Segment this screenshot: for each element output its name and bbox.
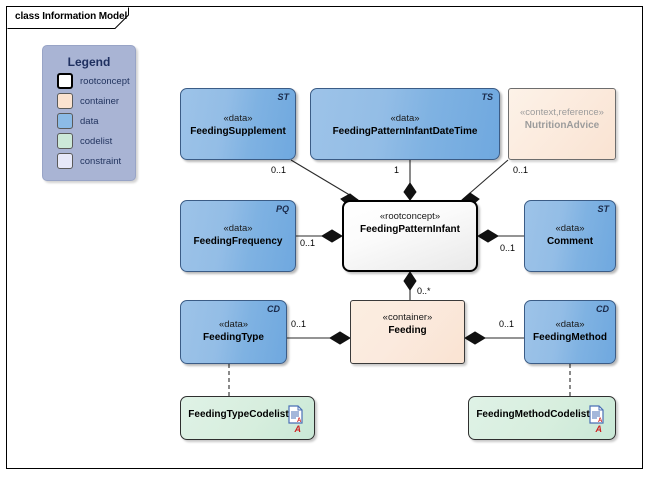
class-name-nutrition-advice: NutritionAdvice bbox=[524, 120, 600, 131]
class-name-feeding-method: FeedingMethod bbox=[533, 332, 607, 343]
legend-panel: Legend rootconcept container data codeli… bbox=[42, 45, 136, 181]
class-stereotype-feeding-frequency: «data» bbox=[223, 223, 253, 234]
class-stereotype-feeding: «container» bbox=[382, 312, 433, 323]
legend-item-container: container bbox=[57, 93, 135, 109]
class-name-feeding-pattern-infant-datetime: FeedingPatternInfantDateTime bbox=[332, 126, 478, 137]
legend-label-container: container bbox=[80, 95, 120, 107]
legend-item-data: data bbox=[57, 113, 135, 129]
legend-swatch-codelist bbox=[57, 133, 73, 149]
class-name-feeding-method-codelist: FeedingMethodCodelist bbox=[476, 409, 590, 420]
class-feeding-pattern-infant-datetime[interactable]: TS «data» FeedingPatternInfantDateTime bbox=[310, 88, 500, 160]
diagram-title-tab: class Information Model bbox=[6, 6, 129, 29]
legend-swatch-data bbox=[57, 113, 73, 129]
multiplicity-feeding-pattern-datetime: 1 bbox=[394, 165, 400, 175]
codelist-badge-a: A bbox=[595, 424, 603, 434]
class-name-feeding-type: FeedingType bbox=[203, 332, 264, 343]
legend-swatch-rootconcept bbox=[57, 73, 73, 89]
document-icon: A bbox=[589, 405, 604, 424]
class-feeding-frequency[interactable]: PQ «data» FeedingFrequency bbox=[180, 200, 296, 272]
codelist-badge-a: A bbox=[294, 424, 302, 434]
legend-item-codelist: codelist bbox=[57, 133, 135, 149]
class-comment[interactable]: ST «data» Comment bbox=[524, 200, 616, 272]
legend-label-constraint: constraint bbox=[80, 155, 122, 167]
multiplicity-comment: 0..1 bbox=[500, 243, 516, 253]
class-name-feeding-pattern-infant: FeedingPatternInfant bbox=[359, 224, 460, 235]
class-feeding-pattern-infant[interactable]: «rootconcept» FeedingPatternInfant bbox=[342, 200, 478, 272]
class-feeding-method-codelist[interactable]: FeedingMethodCodelist A A bbox=[468, 396, 616, 440]
class-stereotype-comment: «data» bbox=[555, 223, 585, 234]
svg-text:A: A bbox=[297, 418, 302, 424]
legend-item-rootconcept: rootconcept bbox=[57, 73, 135, 89]
class-corner-type-comment: ST bbox=[597, 204, 609, 214]
title-tab-shape bbox=[7, 7, 129, 29]
class-name-feeding-frequency: FeedingFrequency bbox=[193, 236, 283, 247]
class-corner-type-feeding-pattern-infant-datetime: TS bbox=[481, 92, 493, 102]
class-stereotype-nutrition-advice: «context,reference» bbox=[520, 107, 604, 118]
class-corner-type-feeding-type: CD bbox=[267, 304, 280, 314]
class-name-feeding: Feeding bbox=[388, 325, 427, 336]
class-stereotype-feeding-pattern-infant-datetime: «data» bbox=[390, 113, 420, 124]
legend-label-rootconcept: rootconcept bbox=[80, 75, 130, 87]
document-icon: A bbox=[288, 405, 303, 424]
multiplicity-feeding-method: 0..1 bbox=[499, 319, 515, 329]
class-feeding[interactable]: «container» Feeding bbox=[350, 300, 465, 364]
class-name-feeding-supplement: FeedingSupplement bbox=[190, 126, 286, 137]
multiplicity-feeding: 0..* bbox=[417, 286, 431, 296]
class-corner-type-feeding-method: CD bbox=[596, 304, 609, 314]
class-nutrition-advice[interactable]: «context,reference» NutritionAdvice bbox=[508, 88, 616, 160]
legend-title: Legend bbox=[67, 55, 111, 69]
multiplicity-feeding-supplement: 0..1 bbox=[271, 165, 287, 175]
class-stereotype-feeding-pattern-infant: «rootconcept» bbox=[379, 211, 441, 222]
class-stereotype-feeding-supplement: «data» bbox=[223, 113, 253, 124]
legend-label-data: data bbox=[80, 115, 99, 127]
multiplicity-feeding-type: 0..1 bbox=[291, 319, 307, 329]
class-feeding-type-codelist[interactable]: FeedingTypeCodelist A A bbox=[180, 396, 315, 440]
class-name-comment: Comment bbox=[546, 236, 594, 247]
diagram-title: class Information Model bbox=[15, 11, 128, 22]
class-stereotype-feeding-type: «data» bbox=[218, 319, 249, 330]
class-stereotype-feeding-method: «data» bbox=[555, 319, 585, 330]
class-name-feeding-type-codelist: FeedingTypeCodelist bbox=[188, 409, 289, 420]
svg-text:A: A bbox=[598, 418, 603, 424]
multiplicity-nutrition-advice: 0..1 bbox=[513, 165, 529, 175]
legend-swatch-constraint bbox=[57, 153, 73, 169]
multiplicity-feeding-frequency: 0..1 bbox=[300, 238, 316, 248]
class-feeding-method[interactable]: CD «data» FeedingMethod bbox=[524, 300, 616, 364]
class-feeding-supplement[interactable]: ST «data» FeedingSupplement bbox=[180, 88, 296, 160]
legend-swatch-container bbox=[57, 93, 73, 109]
class-feeding-type[interactable]: CD «data» FeedingType bbox=[180, 300, 287, 364]
class-corner-type-feeding-supplement: ST bbox=[277, 92, 289, 102]
legend-label-codelist: codelist bbox=[80, 135, 113, 147]
class-corner-type-feeding-frequency: PQ bbox=[275, 204, 289, 214]
legend-item-constraint: constraint bbox=[57, 153, 135, 169]
